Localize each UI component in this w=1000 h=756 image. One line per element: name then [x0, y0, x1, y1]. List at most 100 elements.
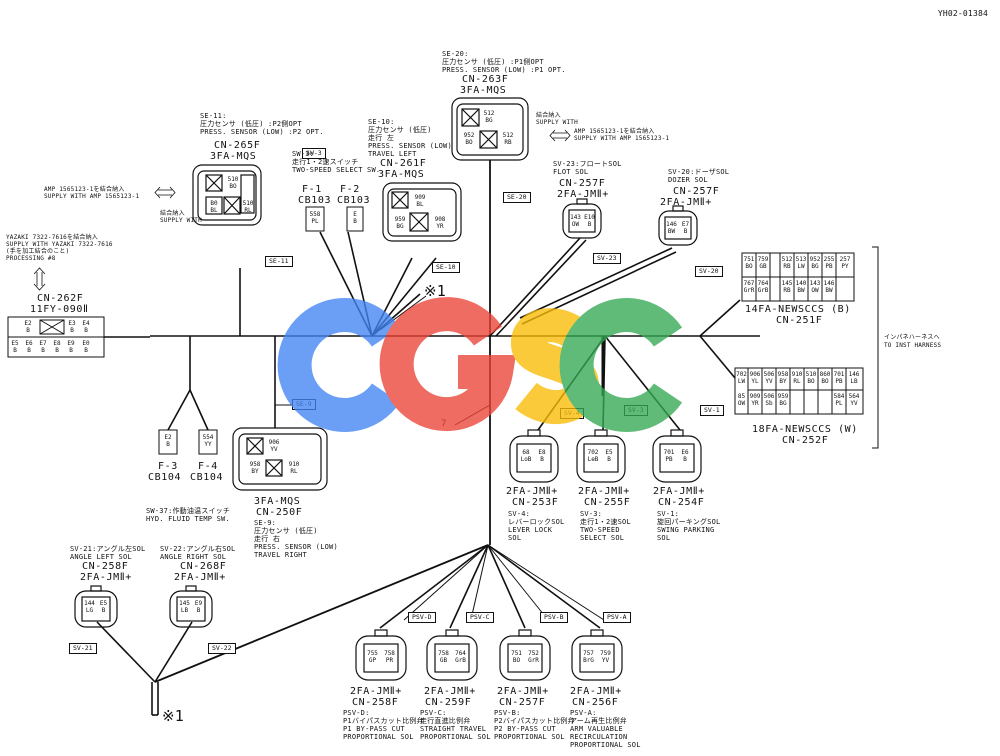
psv-c-tag: PSV-C — [466, 612, 494, 623]
cn252f-pin: 906 YL — [749, 371, 761, 385]
sv22-type: 2FA-JMⅡ+ — [174, 572, 226, 583]
psv-d-label: PSV-D: P1バイパスカット比例弁 P1 BY-PASS CUT PROPO… — [343, 709, 424, 741]
cn265f-pin: B0 BL — [210, 200, 218, 214]
psv-d-pin: 758 PR — [384, 650, 395, 664]
cn253f-name: CN-253F — [512, 497, 559, 508]
psv-b-pin: 752 GrR — [528, 650, 539, 664]
sw3-tag: SW-3 — [302, 148, 326, 159]
psv-d-type: 2FA-JMⅡ+ — [350, 686, 402, 697]
cn251f-pin: 513 LW — [795, 256, 807, 270]
cn252f-pin: 564 YV — [848, 393, 860, 407]
cn251f-name: 14FA-NEWSCCS (B) — [745, 304, 851, 315]
cb104-f4-pin: 554 YY — [202, 434, 214, 448]
cn253f-pin: E8 B — [538, 449, 546, 463]
dozer-sol-label: SV-20:ドーザSOL DOZER SOL — [668, 168, 730, 184]
cn261f-label: SE-10: 圧力センサ (低圧) 走行 左 PRESS. SENSOR (LO… — [368, 118, 452, 158]
psv-d-pin: 755 GP — [367, 650, 378, 664]
flot-sol-tag: SV-23 — [593, 253, 621, 264]
cn262f-pin: E9 B — [67, 340, 75, 354]
sv22-label: SV-22:アングル右SOL ANGLE RIGHT SOL — [160, 545, 236, 561]
cn251f-pin: 512 RB — [781, 256, 793, 270]
sv3-tag: SV-3 — [624, 405, 648, 416]
cn263f-pin: 512 RB — [502, 132, 514, 146]
reference-mark-1: ※1 — [424, 282, 446, 300]
sv21-name: CN-258F — [82, 561, 129, 572]
cn265f-name: CN-265F — [214, 140, 261, 151]
sv1-tag: SV-1 — [700, 405, 724, 416]
cn261f-pin: 908 YR — [434, 216, 446, 230]
cn254f-label: SV-1: 旋回パーキングSOL SWING PARKING SOL — [657, 510, 721, 542]
cn262f-type: 11FY-090Ⅱ — [30, 304, 89, 315]
cn262f-pin: E3 B — [68, 320, 76, 334]
sv21-type: 2FA-JMⅡ+ — [80, 572, 132, 583]
cn252f-cn: CN-252F — [782, 435, 829, 446]
cn251f-pin: 257 PY — [839, 256, 851, 270]
document-id: YH02-01384 — [937, 9, 988, 18]
cn262f-note: YAZAKI 7322-7616を結合納入 SUPPLY WITH YAZAKI… — [6, 234, 113, 262]
psv-d-cn: CN-258F — [352, 697, 399, 708]
reference-mark-2: ※1 — [162, 707, 184, 725]
cb104-f3-pin: E2 B — [164, 434, 172, 448]
sw3-f2-pin: E B — [353, 211, 357, 225]
inst-harness-jp: インパネハーネスへ — [884, 334, 940, 341]
cn255f-pin: E5 B — [605, 449, 613, 463]
cb104-f4-code: CB104 — [190, 472, 224, 483]
cb104-switch-shapes — [158, 429, 218, 455]
cn251f-pin: 143 OW — [809, 280, 821, 294]
cn263f-pin: 952 BO — [463, 132, 475, 146]
cn261f-type: 3FA-MQS — [378, 169, 425, 180]
cn252f-pin: 959 BG — [777, 393, 789, 407]
cn265f-supply-note: 結合納入 SUPPLY WITH — [160, 210, 202, 224]
sw3-f2-code: CB103 — [337, 195, 371, 206]
dozer-sol-tag: SV-20 — [695, 266, 723, 277]
sv21-pin: 144 LG — [84, 600, 95, 614]
cn265f-amp-note: AMP 1565123-1を結合納入 SUPPLY WITH AMP 15651… — [44, 186, 140, 200]
sv21-pin: E5 B — [99, 600, 108, 614]
cn251f-pin: 146 BW — [823, 280, 835, 294]
cn252f-pin: 909 YR — [749, 393, 761, 407]
dozer-sol-pin: E7 B — [681, 221, 690, 235]
cn252f-pin: 702 LW — [736, 371, 747, 385]
sv22-pin: 145 LB — [179, 600, 190, 614]
cn265f-pin: 510 RL — [242, 200, 254, 214]
cn251f-pin: 751 BO — [743, 256, 755, 270]
cb104-label: SW-37:作動油温スイッチ HYD. FLUID TEMP SW. — [146, 507, 231, 523]
cn250f-label: SE-9: 圧力センサ (低圧) 走行 右 PRESS. SENSOR (LOW… — [254, 519, 338, 559]
psv-b-tag: PSV-B — [540, 612, 568, 623]
cn263f-amp-note: AMP 1565123-1を結合納入 SUPPLY WITH AMP 15651… — [574, 128, 670, 142]
pointer-7: 7 — [441, 419, 447, 429]
cn252f-pin: 910 RL — [791, 371, 803, 385]
cn252f-pin: 701 PB — [833, 371, 845, 385]
cn252f-pin: 958 BY — [777, 371, 789, 385]
cn251f-pin: 759 GB — [757, 256, 769, 270]
cn262f-name: CN-262F — [37, 293, 84, 304]
cn262f-pin: E2 B — [24, 320, 32, 334]
jm-connector-shapes — [74, 198, 702, 681]
psv-b-pin: 751 BO — [511, 650, 522, 664]
cn263f-label: SE-20: 圧力センサ (低圧) :P1側OPT PRESS. SENSOR … — [442, 50, 566, 74]
sv21-tag: SV-21 — [69, 643, 97, 654]
cn250f-tag: SE-9 — [292, 399, 316, 410]
cn252f-connector-shape — [734, 367, 864, 415]
cn261f-pin: 959 BG — [394, 216, 406, 230]
psv-a-label: PSV-A: アーム再生比例弁 ARM VALUABLE RECIRCULATI… — [570, 709, 641, 749]
cn251f-connector-shape — [741, 252, 855, 302]
cn251f-pin: 767 GrR — [743, 280, 755, 294]
sv22-tag: SV-22 — [208, 643, 236, 654]
cn250f-pin: 906 YV — [268, 439, 280, 453]
psv-a-tag: PSV-A — [603, 612, 631, 623]
flot-sol-label: SV-23:フロートSOL FLOT SOL — [553, 160, 622, 176]
cn262f-pin: E0 B — [82, 340, 90, 354]
cn263f-connector-shape — [451, 97, 529, 161]
cn262f-connector-shape — [7, 316, 105, 358]
sw3-label: SW-3: 走行1・2速スイッチ TWO-SPEED SELECT SW. — [292, 150, 381, 174]
cn262f-pin: E5 B — [11, 340, 19, 354]
cn251f-pin: 145 RB — [781, 280, 793, 294]
cn262f-pin: E7 B — [39, 340, 47, 354]
cn251f-pin: 952 BG — [809, 256, 821, 270]
cn250f-name: CN-250F — [256, 507, 303, 518]
cn254f-type: 2FA-JMⅡ+ — [653, 486, 705, 497]
cb104-f4-name: F-4 — [198, 461, 218, 472]
cn252f-name: 18FA-NEWSCCS (W) — [752, 424, 858, 435]
cn255f-pin: 702 LeB — [587, 449, 599, 463]
